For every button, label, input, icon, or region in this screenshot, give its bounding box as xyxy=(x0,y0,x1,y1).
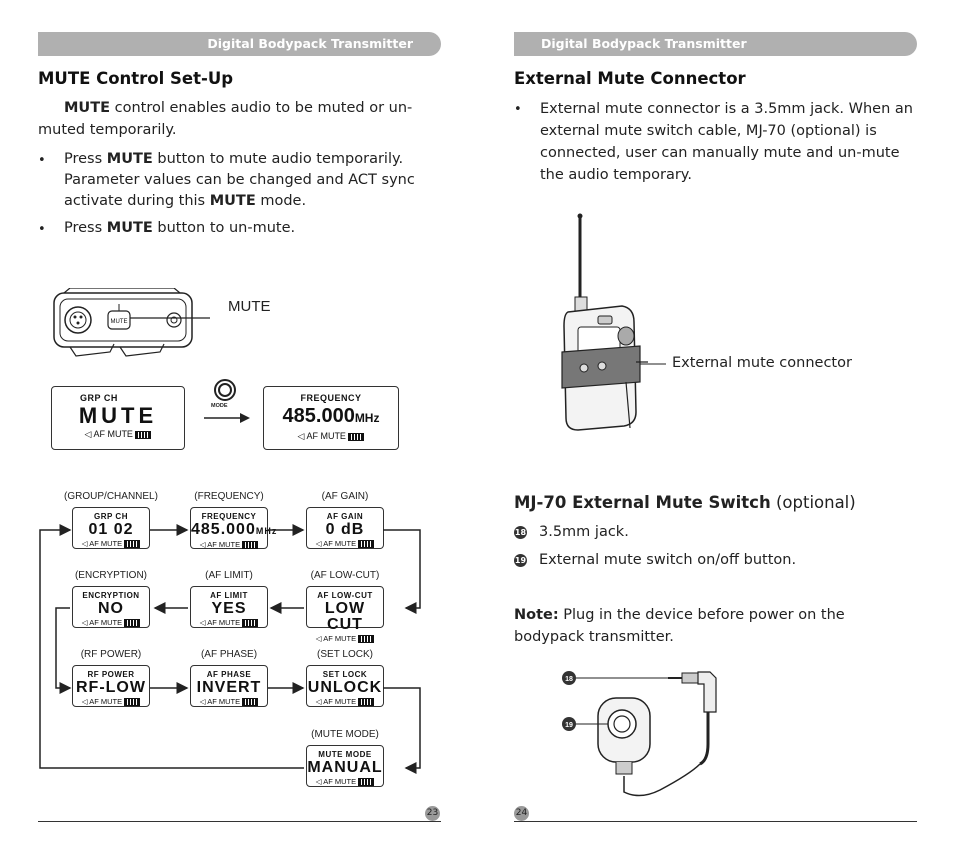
svg-text:18: 18 xyxy=(565,676,573,683)
lcd-parameter-label: AF GAIN xyxy=(326,512,364,521)
lcd-status: ◁ AF MUTE xyxy=(73,618,149,628)
lcd-parameter-label: ENCRYPTION xyxy=(82,591,140,600)
flow-caption: (AF LOW-CUT) xyxy=(310,570,380,581)
mj70-switch-illustration: 18 19 xyxy=(562,671,717,797)
frequency-lcd-display: FREQUENCY 485.000MHz ◁ AF MUTE xyxy=(263,386,399,450)
lcd-parameter-label: AF LIMIT xyxy=(210,591,248,600)
lcd-parameter-label: RF POWER xyxy=(87,670,135,679)
left-page-header: Digital Bodypack Transmitter xyxy=(38,32,441,56)
right-page-number: 24 xyxy=(514,806,529,821)
lcd-value: LOW CUT xyxy=(324,600,366,633)
lcd-parameter-label: AF LOW-CUT xyxy=(317,591,373,600)
list-item: External mute connector is a 3.5mm jack.… xyxy=(514,98,916,186)
lcd-value: NO xyxy=(98,600,124,617)
note-paragraph: Note: Plug in the device before power on… xyxy=(514,607,845,645)
flow-caption: (ENCRYPTION) xyxy=(74,570,148,581)
lcd-status: ◁ AF MUTE xyxy=(307,777,383,787)
lcd-value: UNLOCK xyxy=(307,679,383,696)
lcd-status: ◁ AF MUTE xyxy=(191,618,267,628)
connector-bullet-list: External mute connector is a 3.5mm jack.… xyxy=(514,98,916,192)
lcd-status: ◁ AF MUTE xyxy=(73,539,149,549)
battery-icon xyxy=(124,698,141,707)
right-footer-rule xyxy=(514,821,917,822)
lcd-parameter-label: GRP CH xyxy=(94,512,128,521)
number-18-badge: 18 xyxy=(514,525,527,539)
battery-icon xyxy=(242,698,259,707)
left-section-title: MUTE Control Set-Up xyxy=(38,69,234,88)
flow-caption: (MUTE MODE) xyxy=(311,729,379,740)
battery-icon xyxy=(358,698,375,707)
lcd-status: ◁ AF MUTE xyxy=(307,697,383,707)
right-section-title: External Mute Connector xyxy=(514,69,746,88)
flow-caption: (AF LIMIT) xyxy=(205,570,253,581)
lcd-value: 485.000MHz xyxy=(191,521,278,538)
list-item: Press MUTE button to un-mute. xyxy=(38,218,436,240)
list-item: Press MUTE button to mute audio temporar… xyxy=(38,149,436,212)
transmitter-top-illustration: MUTE xyxy=(53,288,210,357)
flow-caption: (AF PHASE) xyxy=(200,649,258,660)
lcd-parameter-label: FREQUENCY xyxy=(201,512,257,521)
battery-icon xyxy=(358,778,375,787)
flow-caption: (AF GAIN) xyxy=(321,491,369,502)
battery-icon xyxy=(124,540,141,549)
mode-label: MODE xyxy=(211,403,228,409)
lcd-value: 0 dB xyxy=(325,521,365,538)
battery-icon xyxy=(124,619,141,628)
lcd-value: YES xyxy=(211,600,247,617)
lcd-parameter-label: SET LOCK xyxy=(322,670,368,679)
lcd-value: MANUAL xyxy=(307,759,383,776)
svg-text:MUTE: MUTE xyxy=(111,319,128,325)
lcd-value: INVERT xyxy=(196,679,262,696)
lcd-status: ◁ AF MUTE xyxy=(307,634,383,644)
battery-icon xyxy=(348,432,365,441)
left-footer-rule xyxy=(38,821,441,822)
lcd-status: ◁ AF MUTE xyxy=(307,539,383,549)
battery-icon xyxy=(358,540,375,549)
number-19-badge: 19 xyxy=(514,553,527,567)
battery-icon xyxy=(242,541,259,550)
lcd-value: RF-LOW xyxy=(76,679,146,696)
lcd-parameter-label: AF PHASE xyxy=(206,670,252,679)
mj70-title: MJ-70 External Mute Switch (optional) xyxy=(514,493,856,512)
flow-caption: (FREQUENCY) xyxy=(194,491,264,502)
lcd-status: ◁ AF MUTE xyxy=(73,697,149,707)
lcd-status: ◁ AF MUTE xyxy=(191,697,267,707)
external-mute-connector-label: External mute connector xyxy=(672,355,852,371)
battery-icon xyxy=(358,635,375,644)
flow-caption: (SET LOCK) xyxy=(317,649,373,660)
right-page-header: Digital Bodypack Transmitter xyxy=(514,32,917,56)
mute-bullet-list: Press MUTE button to mute audio temporar… xyxy=(38,149,436,245)
mode-arrow xyxy=(204,413,250,423)
lcd-value: 01 02 xyxy=(88,521,134,538)
mute-lcd-display: GRP CH MUTE ◁ AF MUTE xyxy=(51,386,185,450)
intro-paragraph: MUTE control enables audio to be muted o… xyxy=(38,100,413,138)
lcd-parameter-label: MUTE MODE xyxy=(318,750,372,759)
flow-caption: (RF POWER) xyxy=(80,649,142,660)
mode-button-icon xyxy=(214,379,236,401)
lcd-status: ◁ AF MUTE xyxy=(191,540,267,550)
mute-callout-label: MUTE xyxy=(228,298,271,315)
flow-caption: (GROUP/CHANNEL) xyxy=(64,491,158,502)
battery-icon xyxy=(242,619,259,628)
svg-text:19: 19 xyxy=(565,722,573,729)
left-page-number: 23 xyxy=(425,806,440,821)
battery-icon xyxy=(135,430,152,439)
bodypack-transmitter-illustration xyxy=(561,213,666,431)
